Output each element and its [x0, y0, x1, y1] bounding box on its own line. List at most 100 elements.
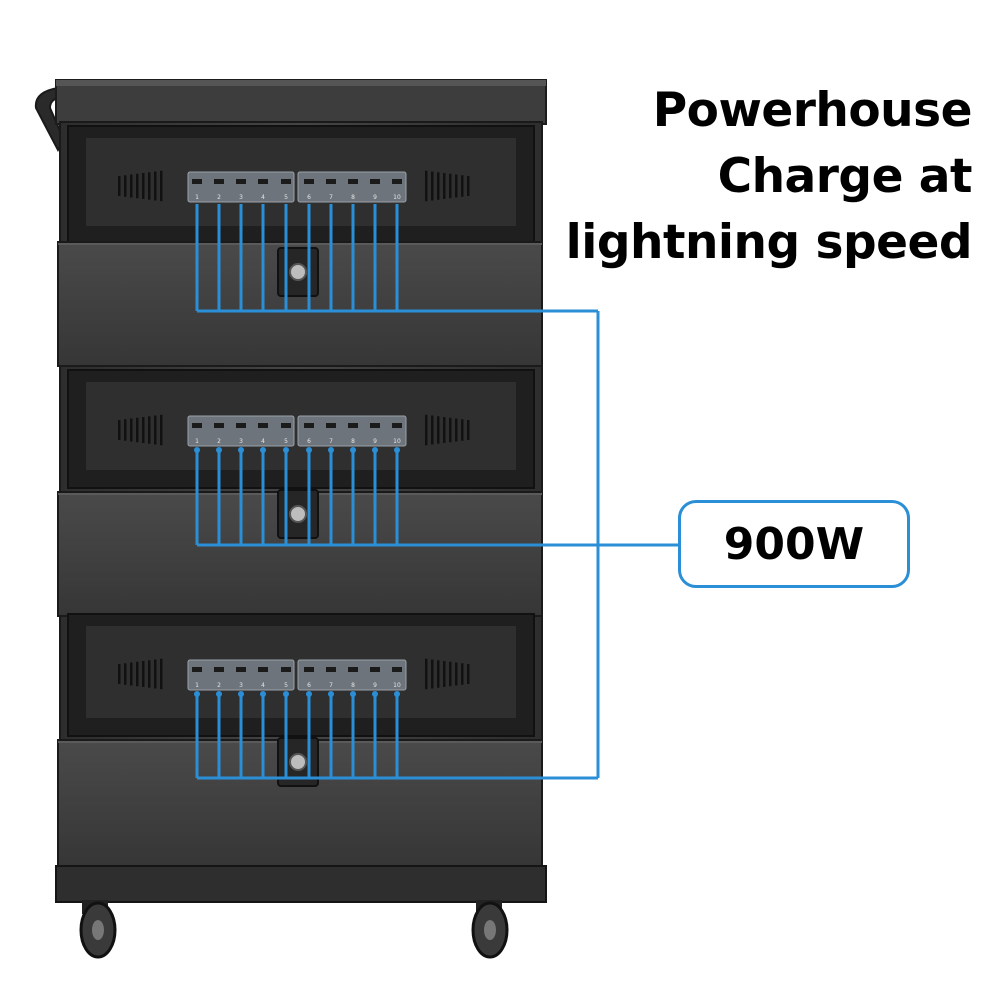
usb-port — [348, 179, 358, 184]
port-connector-dot — [306, 691, 312, 697]
port-connector-dot — [394, 447, 400, 453]
usb-port — [348, 423, 358, 428]
usb-port — [236, 179, 246, 184]
port-label: 8 — [351, 682, 355, 689]
port-label: 2 — [217, 438, 221, 445]
port-label: 6 — [307, 194, 311, 201]
usb-port — [281, 423, 291, 428]
headline-line-3: lightning speed — [565, 215, 973, 270]
port-label: 2 — [217, 194, 221, 201]
usb-port — [304, 423, 314, 428]
port-connector-dot — [328, 691, 334, 697]
usb-port — [214, 179, 224, 184]
usb-port — [326, 179, 336, 184]
usb-port — [370, 179, 380, 184]
port-label: 7 — [329, 682, 333, 689]
left-vent — [118, 414, 163, 446]
usb-port — [281, 667, 291, 672]
cabinet-top-lid — [55, 79, 547, 125]
port-connector-dot — [372, 691, 378, 697]
usb-port — [236, 423, 246, 428]
port-label: 10 — [393, 682, 401, 689]
right-vent — [425, 658, 470, 690]
port-label: 5 — [284, 682, 288, 689]
lock-cylinder — [289, 505, 307, 523]
usb-port — [236, 667, 246, 672]
usb-port — [348, 667, 358, 672]
usb-port — [258, 667, 268, 672]
usb-port — [304, 179, 314, 184]
port-connector-dot — [260, 691, 266, 697]
port-label: 1 — [195, 438, 199, 445]
port-label: 6 — [307, 438, 311, 445]
port-connector-dot — [216, 447, 222, 453]
port-connector-dot — [372, 447, 378, 453]
port-connector-dot — [238, 447, 244, 453]
compartment-1: 1 2 3 4 5 6 7 8 9 10 — [57, 125, 543, 367]
connector-lines — [194, 204, 400, 780]
port-label: 3 — [239, 682, 243, 689]
port-connector-dot — [238, 691, 244, 697]
usb-port — [192, 179, 202, 184]
port-label: 7 — [329, 194, 333, 201]
left-vent — [118, 658, 163, 690]
usb-port — [370, 667, 380, 672]
usb-port — [281, 179, 291, 184]
port-label: 7 — [329, 438, 333, 445]
port-connector-dot — [194, 691, 200, 697]
port-label: 4 — [261, 682, 265, 689]
usb-port — [304, 667, 314, 672]
port-connector-dot — [194, 447, 200, 453]
usb-port — [392, 667, 402, 672]
usb-port — [326, 667, 336, 672]
port-label: 3 — [239, 438, 243, 445]
port-label: 8 — [351, 438, 355, 445]
usb-port — [392, 423, 402, 428]
left-caster-wheel — [79, 900, 117, 959]
usb-port — [214, 667, 224, 672]
usb-port — [192, 667, 202, 672]
compartment-3: 1 2 3 4 5 6 7 8 9 10 — [57, 613, 543, 867]
compartment-2: 1 2 3 4 5 6 7 8 9 10 — [57, 369, 543, 617]
usb-port — [258, 179, 268, 184]
usb-port — [392, 179, 402, 184]
usb-port — [326, 423, 336, 428]
port-connector-dot — [306, 447, 312, 453]
port-connector-dot — [350, 691, 356, 697]
connector-trunk — [396, 309, 678, 780]
port-label: 4 — [261, 438, 265, 445]
port-label: 6 — [307, 682, 311, 689]
port-label: 5 — [284, 438, 288, 445]
port-label: 2 — [217, 682, 221, 689]
port-connector-dot — [260, 447, 266, 453]
port-label: 3 — [239, 194, 243, 201]
lock-cylinder — [289, 753, 307, 771]
port-connector-dot — [394, 691, 400, 697]
port-label: 9 — [373, 438, 377, 445]
port-connector-dot — [328, 447, 334, 453]
port-connector-dot — [350, 447, 356, 453]
port-connector-dot — [216, 691, 222, 697]
port-label: 9 — [373, 682, 377, 689]
cabinet-base — [55, 865, 547, 903]
usb-port — [192, 423, 202, 428]
headline: Powerhouse Charge at lightning speed — [532, 78, 973, 276]
headline-line-2: Charge at — [717, 149, 973, 204]
port-connector-dot — [283, 691, 289, 697]
port-label: 10 — [393, 438, 401, 445]
wattage-badge: 900W — [678, 500, 910, 588]
port-label: 1 — [195, 682, 199, 689]
headline-line-1: Powerhouse — [652, 83, 973, 138]
port-label: 9 — [373, 194, 377, 201]
port-label: 8 — [351, 194, 355, 201]
right-caster-wheel — [471, 900, 509, 959]
port-label: 5 — [284, 194, 288, 201]
port-connector-dot — [283, 447, 289, 453]
usb-port — [214, 423, 224, 428]
usb-port — [370, 423, 380, 428]
left-vent — [118, 170, 163, 202]
port-label: 10 — [393, 194, 401, 201]
port-label: 4 — [261, 194, 265, 201]
port-label: 1 — [195, 194, 199, 201]
